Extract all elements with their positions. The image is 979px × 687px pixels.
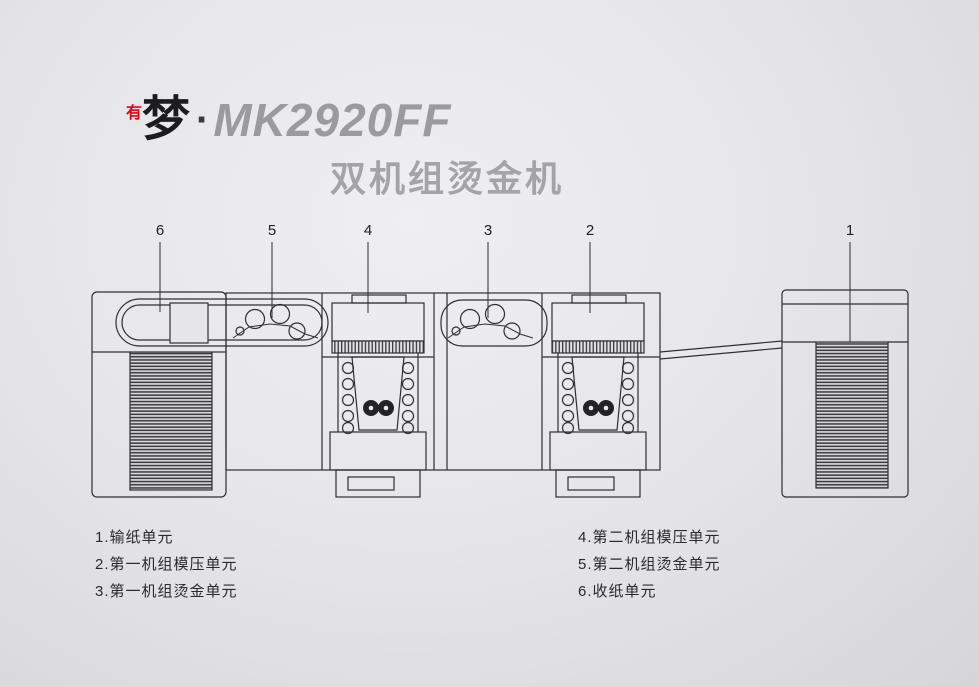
callout-number-3: 3 bbox=[483, 222, 493, 239]
foil-unit-first-drawing bbox=[440, 299, 548, 347]
callout-number-2: 2 bbox=[585, 222, 595, 239]
callout-number-4: 4 bbox=[363, 222, 373, 239]
callout-number-1: 1 bbox=[845, 222, 855, 239]
legend-item-1: 1.输纸单元 bbox=[95, 529, 174, 546]
legend-item-5: 5.第二机组烫金单元 bbox=[578, 556, 721, 573]
legend-left-column: 1.输纸单元 2.第一机组模压单元 3.第一机组烫金单元 bbox=[95, 524, 238, 605]
legend-item-6: 6.收纸单元 bbox=[578, 583, 657, 600]
callout-number-5: 5 bbox=[267, 222, 277, 239]
model-name: MK2920FF bbox=[213, 94, 452, 146]
feed-board-drawing bbox=[659, 340, 783, 360]
legend-item-3: 3.第一机组烫金单元 bbox=[95, 583, 238, 600]
feeder-unit-drawing bbox=[781, 289, 909, 498]
product-subtitle: 双机组烫金机 bbox=[330, 158, 565, 199]
delivery-unit-drawing bbox=[91, 291, 329, 498]
legend-item-4: 4.第二机组模压单元 bbox=[578, 529, 721, 546]
brand-separator: · bbox=[196, 98, 210, 142]
brand-prefix-small: 有 bbox=[126, 105, 143, 122]
legend-right-column: 4.第二机组模压单元 5.第二机组烫金单元 6.收纸单元 bbox=[578, 524, 721, 605]
foil-unit-second-drawing bbox=[232, 303, 319, 340]
press-unit-first-drawing bbox=[542, 294, 660, 498]
press-unit-second-drawing bbox=[322, 294, 434, 498]
product-title: 有梦·MK2920FF bbox=[126, 93, 452, 146]
callout-leader-lines bbox=[159, 242, 851, 348]
callout-number-6: 6 bbox=[155, 222, 165, 239]
legend-item-2: 2.第一机组模压单元 bbox=[95, 556, 238, 573]
main-frame-drawing bbox=[225, 292, 661, 471]
brand-prefix-large: 梦 bbox=[142, 93, 191, 146]
